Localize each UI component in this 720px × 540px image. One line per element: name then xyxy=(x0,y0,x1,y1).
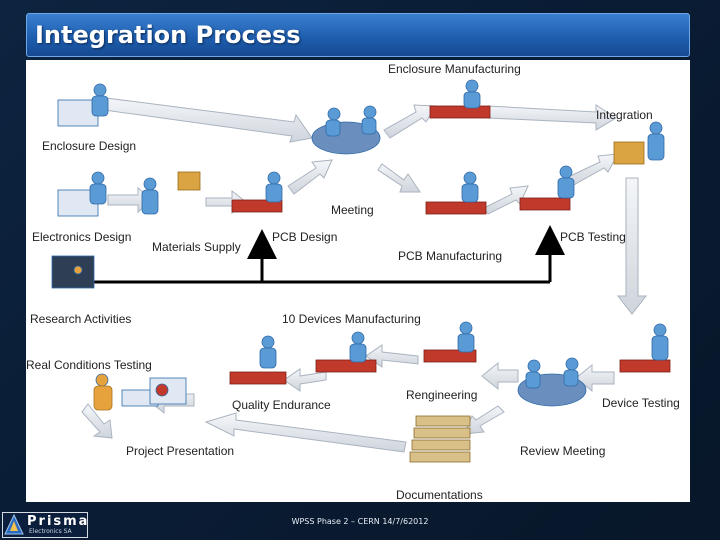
label-documentations: Documentations xyxy=(396,488,483,502)
label-quality-endurance: Quality Endurance xyxy=(232,398,331,412)
quality-endurance-icon xyxy=(229,335,287,385)
arrow-meeting-to-manufacturing xyxy=(383,104,437,139)
arrow-pcbdesign-to-meeting xyxy=(287,159,333,195)
label-rengineering: Rengineering xyxy=(406,388,478,402)
label-enclosure-manufacturing: Enclosure Manufacturing xyxy=(388,62,521,76)
slide-title: Integration Process xyxy=(35,21,301,49)
label-pcb-testing: PCB Testing xyxy=(560,230,626,244)
label-materials-supply: Materials Supply xyxy=(152,240,241,254)
logo-name: Prisma xyxy=(27,514,90,529)
enclosure-design-icon xyxy=(57,83,109,127)
label-integration: Integration xyxy=(596,108,653,122)
meeting-icon xyxy=(311,105,381,155)
company-logo: Prisma Electronics SA xyxy=(2,512,88,538)
materials-supply-icon xyxy=(141,171,201,215)
diagram-graphics xyxy=(51,79,671,463)
label-review-meeting: Review Meeting xyxy=(520,444,606,458)
review-meeting-icon xyxy=(517,357,587,407)
title-bar: Integration Process xyxy=(26,13,690,57)
process-diagram: Enclosure Manufacturing Integration Encl… xyxy=(26,60,690,502)
pcb-design-icon xyxy=(231,171,283,213)
label-enclosure-design: Enclosure Design xyxy=(42,139,137,153)
label-pcb-manufacturing: PCB Manufacturing xyxy=(398,249,503,263)
enclosure-manufacturing-icon xyxy=(429,79,491,119)
label-research-activities: Research Activities xyxy=(30,312,132,326)
logo-subtitle: Electronics SA xyxy=(29,528,72,535)
footer-caption: WPSS Phase 2 – CERN 14/7/62012 xyxy=(291,517,429,526)
arrow-review-to-rengineering xyxy=(481,361,519,391)
electronics-design-icon xyxy=(57,171,107,217)
arrow-devices-to-quality xyxy=(283,368,327,392)
label-project-presentation: Project Presentation xyxy=(126,444,235,458)
label-devices-manufacturing: 10 Devices Manufacturing xyxy=(282,312,421,326)
arrow-manufacturing-to-integration xyxy=(487,104,617,131)
arrow-pcb-to-pcbtesting xyxy=(483,185,529,215)
arrow-enclosure-to-meeting xyxy=(103,97,313,143)
devices-manufacturing-icon xyxy=(315,331,377,373)
research-activities-icon xyxy=(51,255,95,289)
figures xyxy=(51,79,671,463)
arrow-realconditions-to-project xyxy=(81,403,113,439)
label-electronics-design: Electronics Design xyxy=(32,230,132,244)
pcb-manufacturing-icon xyxy=(425,171,487,215)
arrow-documentations-to-project xyxy=(204,412,407,453)
device-testing-icon xyxy=(619,323,671,373)
label-real-conditions-testing: Real Conditions Testing xyxy=(26,358,152,372)
documentations-icon xyxy=(409,415,471,463)
arrow-pcbtesting-to-integration xyxy=(565,153,619,187)
arrow-integration-to-devicetesting xyxy=(616,177,648,315)
integration-icon xyxy=(613,121,665,165)
feedback-loop xyxy=(86,225,565,284)
label-meeting: Meeting xyxy=(331,203,374,217)
label-pcb-design: PCB Design xyxy=(272,230,338,244)
rengineering-icon xyxy=(423,321,477,363)
real-conditions-testing-icon xyxy=(93,373,159,411)
prism-icon xyxy=(4,513,24,535)
pcb-testing-icon xyxy=(519,165,575,211)
project-presentation-icon xyxy=(149,377,187,405)
arrow-meeting-to-pcbmanufacturing xyxy=(377,163,421,193)
label-device-testing: Device Testing xyxy=(602,396,680,410)
